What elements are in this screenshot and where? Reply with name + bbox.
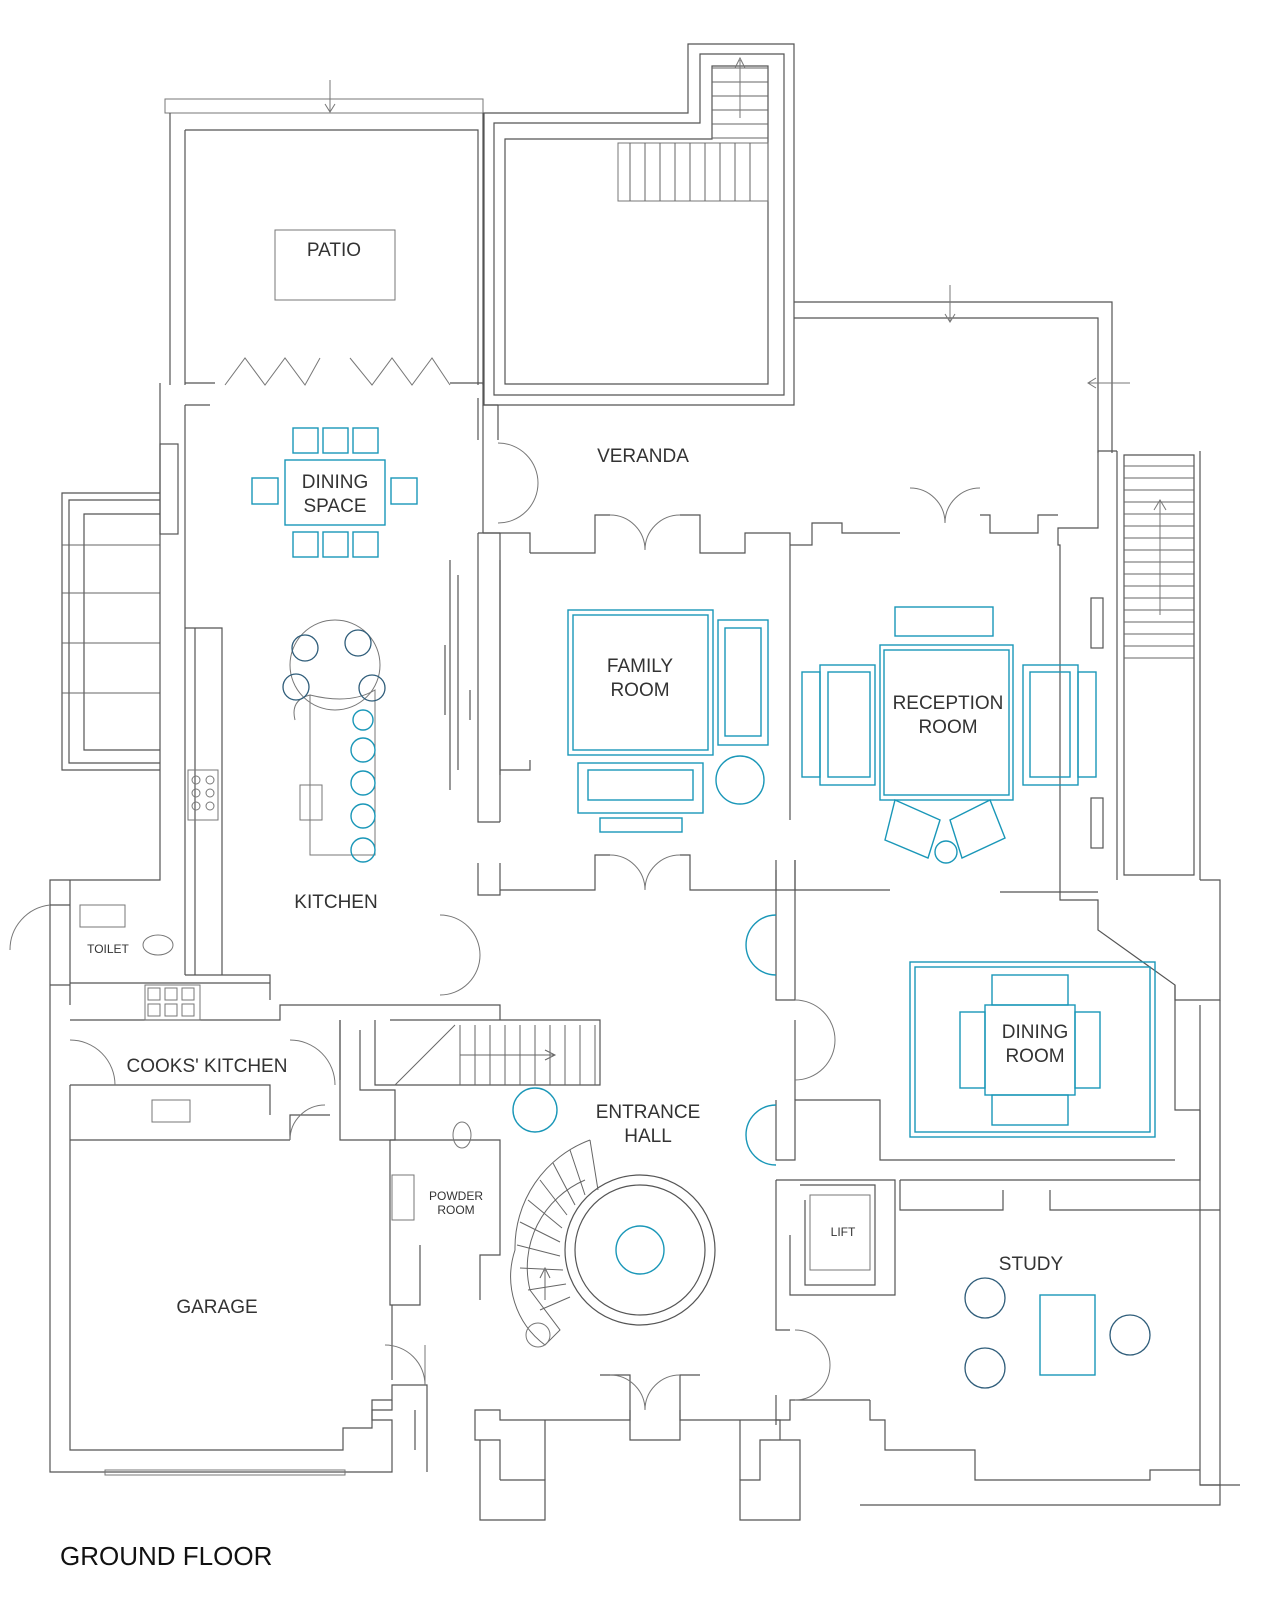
side-stair: [1090, 451, 1201, 880]
main-walls: [49, 382, 1240, 1506]
doors: [9, 357, 981, 1411]
label-dining-room-1: DINING: [1002, 1022, 1069, 1043]
garage-door: [104, 1469, 346, 1476]
label-study: STUDY: [999, 1254, 1064, 1275]
label-toilet: TOILET: [87, 942, 129, 956]
dining-room-furniture: [909, 961, 1156, 1138]
label-powder-room-2: ROOM: [437, 1203, 474, 1217]
label-dining-space-2: SPACE: [303, 496, 366, 517]
powder-room-fixtures: [391, 1121, 472, 1221]
side-terrace: [61, 443, 179, 771]
label-patio: PATIO: [307, 240, 361, 261]
label-garage: GARAGE: [176, 1297, 257, 1318]
spiral-stair: [510, 1139, 716, 1348]
label-veranda: VERANDA: [597, 446, 689, 467]
label-lift: LIFT: [831, 1225, 856, 1239]
cooks-kitchen-counters: [144, 984, 201, 1123]
label-family-room-1: FAMILY: [607, 656, 673, 677]
kitchen-seating: [282, 629, 386, 863]
kitchen-counters: [185, 619, 381, 975]
label-reception-room-2: ROOM: [918, 717, 977, 738]
label-dining-room-2: ROOM: [1005, 1046, 1064, 1067]
family-room-furniture: [567, 609, 769, 833]
label-powder-room-1: POWDER: [429, 1189, 483, 1203]
label-dining-space-1: DINING: [302, 472, 369, 493]
label-reception-room-1: RECEPTION: [893, 693, 1004, 714]
veranda-boundary: [794, 285, 1130, 453]
terrace-stair: [483, 43, 795, 406]
label-family-room-2: ROOM: [610, 680, 669, 701]
label-entrance-hall-2: HALL: [624, 1126, 672, 1147]
dining-space-furniture: [251, 427, 418, 558]
main-stair: [394, 1024, 596, 1086]
entrance-hall-furniture: [512, 1087, 665, 1275]
label-cooks-kitchen: COOKS' KITCHEN: [127, 1056, 288, 1077]
label-entrance-hall-1: ENTRANCE: [596, 1102, 701, 1123]
study-furniture: [964, 1277, 1151, 1389]
lift-shaft: [809, 1194, 871, 1271]
reception-room-furniture: [801, 606, 1097, 864]
toilet-room: [79, 904, 174, 956]
interior-walls: [70, 514, 1220, 1521]
patio-area: [164, 80, 484, 385]
label-kitchen: KITCHEN: [294, 892, 377, 913]
plan-title: GROUND FLOOR: [60, 1541, 272, 1571]
